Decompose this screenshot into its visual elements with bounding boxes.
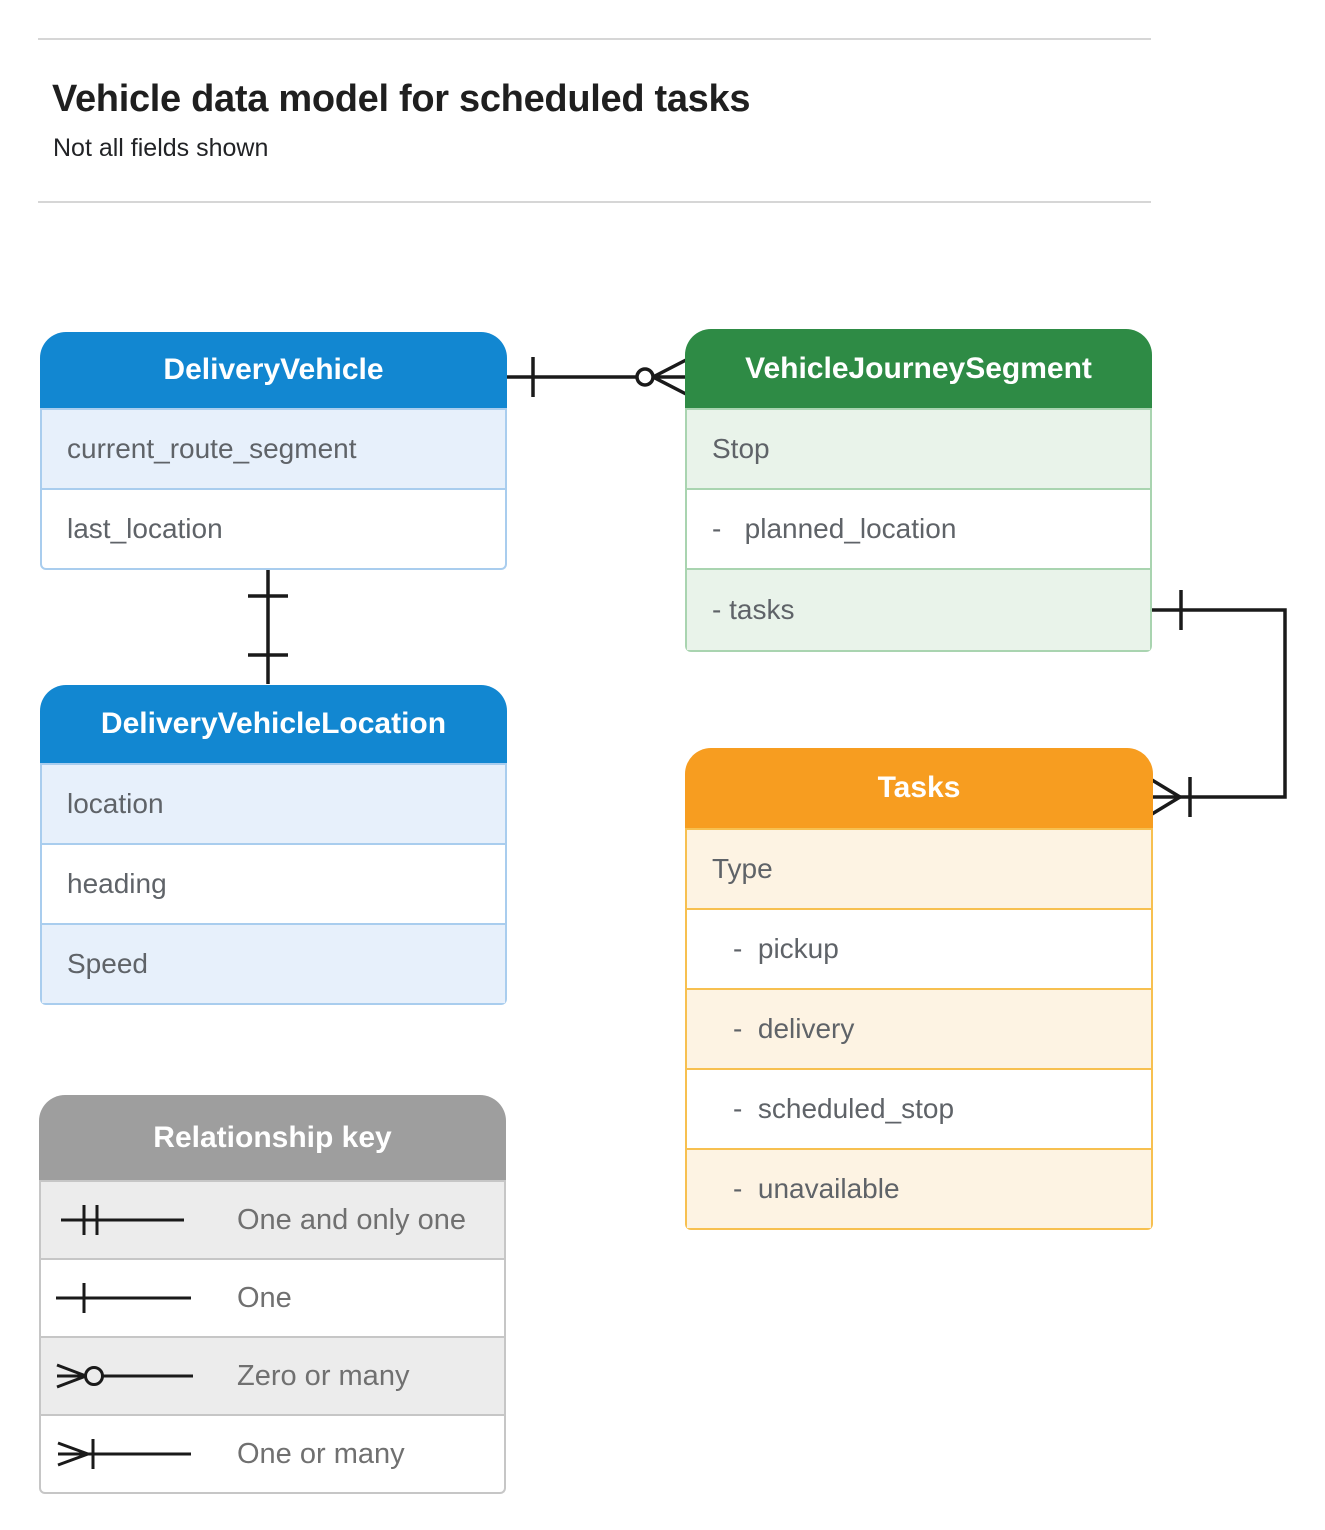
legend-label: One [237, 1281, 292, 1314]
entity-vehicle-journey-segment-fields: Stop - planned_location - tasks [685, 408, 1152, 652]
connector-deliveryvehicle-deliveryvehiclelocation [248, 569, 288, 684]
legend-item-one-and-only-one: One and only one [41, 1180, 504, 1258]
entity-delivery-vehicle-location: DeliveryVehicleLocation location heading… [40, 685, 507, 1005]
entity-delivery-vehicle-location-fields: location heading Speed [40, 763, 507, 1005]
field-stop: Stop [687, 408, 1150, 488]
entity-vehicle-journey-segment-title: VehicleJourneySegment [685, 329, 1152, 408]
field-heading: heading [42, 843, 505, 923]
relationship-key: Relationship key One and only one One [39, 1095, 506, 1494]
bottom-divider [38, 201, 1151, 203]
entity-vehicle-journey-segment: VehicleJourneySegment Stop - planned_loc… [685, 329, 1152, 652]
top-divider [38, 38, 1151, 40]
legend-label: Zero or many [237, 1359, 410, 1392]
page-subtitle: Not all fields shown [53, 134, 269, 162]
one-and-only-one-icon [61, 1205, 184, 1235]
legend-item-zero-or-many: Zero or many [41, 1336, 504, 1414]
one-icon [56, 1283, 191, 1313]
legend-item-one: One [41, 1258, 504, 1336]
field-location: location [42, 763, 505, 843]
entity-delivery-vehicle: DeliveryVehicle current_route_segment la… [40, 332, 507, 570]
field-scheduled-stop: - scheduled_stop [687, 1068, 1151, 1148]
page-title: Vehicle data model for scheduled tasks [52, 78, 751, 120]
entity-delivery-vehicle-location-title: DeliveryVehicleLocation [40, 685, 507, 763]
entity-delivery-vehicle-fields: current_route_segment last_location [40, 408, 507, 570]
field-speed: Speed [42, 923, 505, 1003]
field-type: Type [687, 828, 1151, 908]
entity-delivery-vehicle-title: DeliveryVehicle [40, 332, 507, 408]
entity-tasks: Tasks Type - pickup - delivery - schedul… [685, 748, 1153, 1230]
entity-tasks-title: Tasks [685, 748, 1153, 828]
connector-deliveryvehicle-vehiclejourneysegment [507, 357, 687, 397]
legend-label: One or many [237, 1437, 405, 1470]
field-pickup: - pickup [687, 908, 1151, 988]
legend-label: One and only one [237, 1203, 466, 1236]
field-last-location: last_location [42, 488, 505, 568]
relationship-key-rows: One and only one One Zero or many [39, 1180, 506, 1494]
connector-vehiclejourneysegment-tasks [1151, 590, 1287, 817]
field-delivery: - delivery [687, 988, 1151, 1068]
field-unavailable: - unavailable [687, 1148, 1151, 1228]
field-planned-location: - planned_location [687, 488, 1150, 568]
relationship-key-title: Relationship key [39, 1095, 506, 1180]
one-or-many-icon [57, 1439, 191, 1469]
entity-tasks-fields: Type - pickup - delivery - scheduled_sto… [685, 828, 1153, 1230]
zero-or-many-icon [56, 1363, 193, 1389]
field-tasks: - tasks [687, 568, 1150, 650]
legend-item-one-or-many: One or many [41, 1414, 504, 1492]
field-current-route-segment: current_route_segment [42, 408, 505, 488]
